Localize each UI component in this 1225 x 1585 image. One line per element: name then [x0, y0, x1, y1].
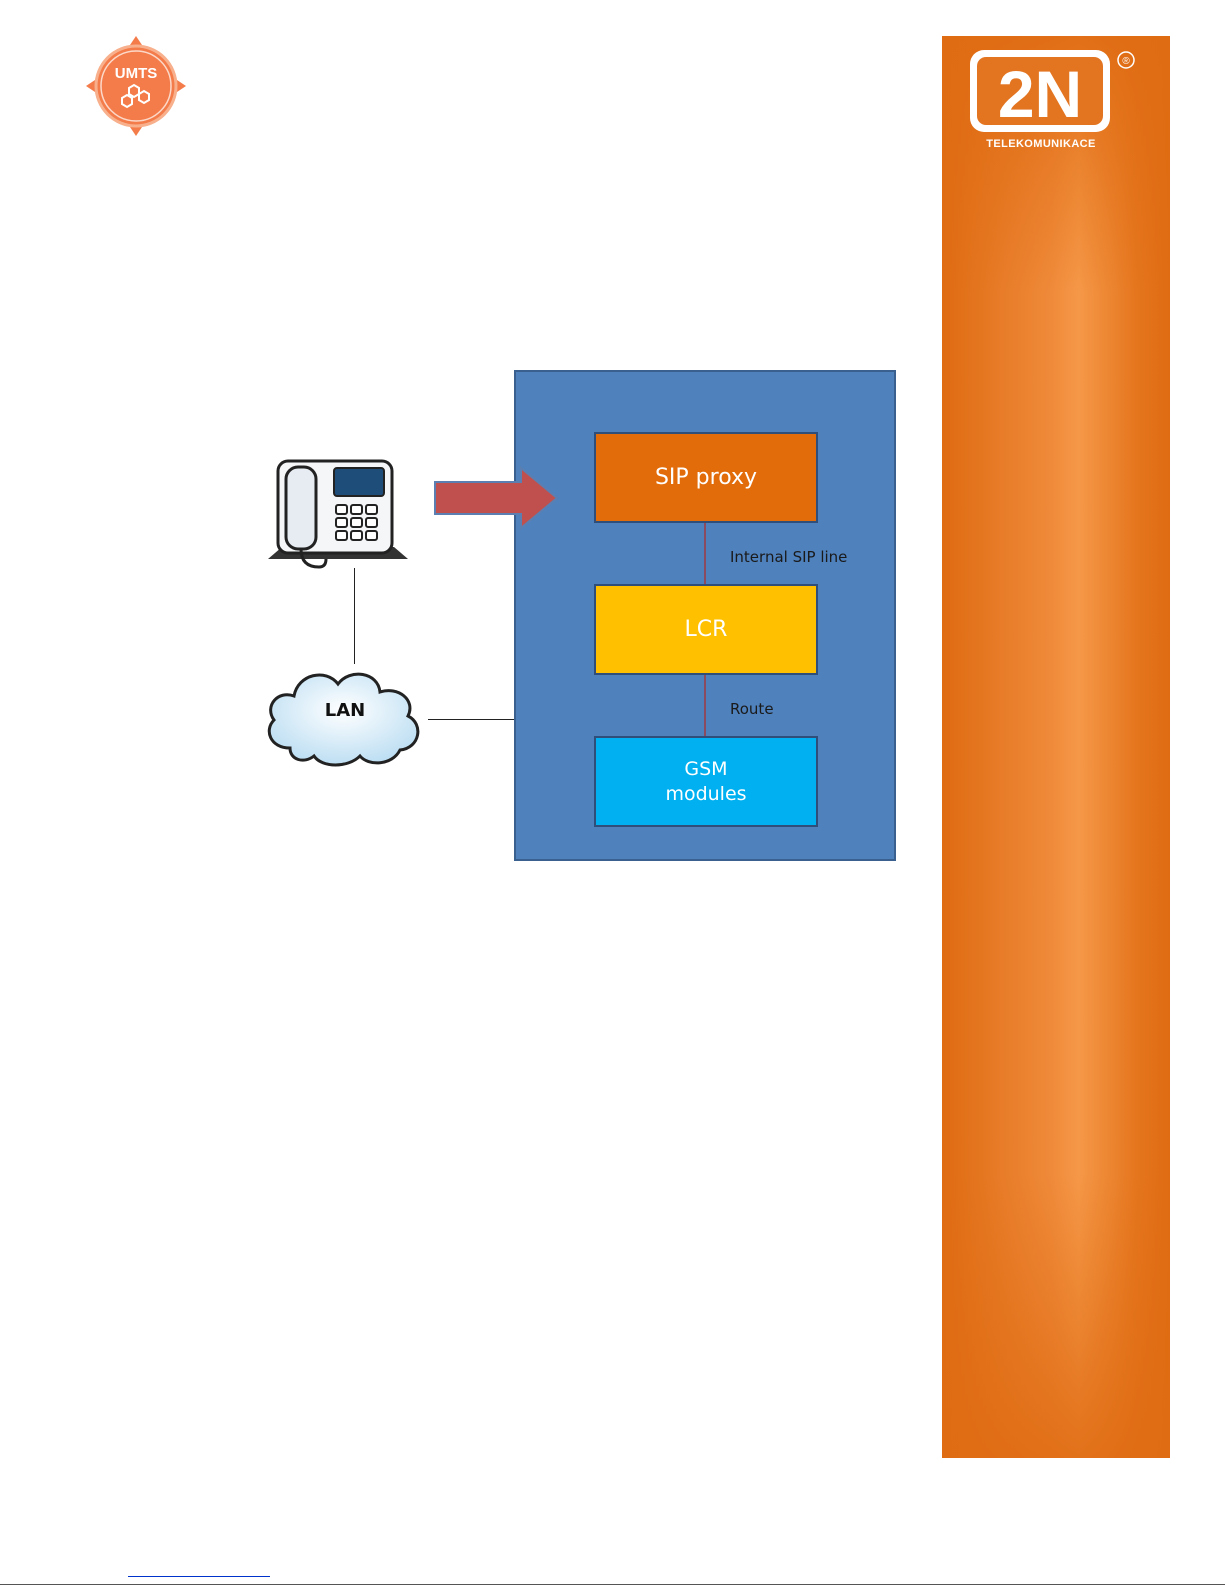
lcr-block: LCR	[594, 584, 818, 675]
gsm-label-line2: modules	[665, 782, 746, 807]
lcr-label: LCR	[685, 617, 728, 642]
route-connector	[704, 675, 706, 736]
footer-link-underline[interactable]	[128, 1576, 270, 1577]
route-label: Route	[730, 700, 774, 718]
registered-mark: ®	[1122, 56, 1130, 67]
gsm-modules-block: GSM modules	[594, 736, 818, 827]
brand-logo: 2N ® TELEKOMUNIKACE	[966, 44, 1142, 156]
lan-label: LAN	[260, 700, 430, 721]
right-arrow-icon	[433, 466, 559, 530]
sip-proxy-block: SIP proxy	[594, 432, 818, 523]
internal-sip-line-label: Internal SIP line	[730, 548, 847, 566]
internal-sip-line-connector	[704, 523, 706, 584]
brand-logo-text: 2N	[998, 57, 1082, 131]
desk-phone-icon	[264, 455, 412, 575]
brand-subtitle: TELEKOMUNIKACE	[966, 138, 1116, 150]
phone-lan-connector	[354, 568, 355, 664]
gsm-label-line1: GSM	[665, 757, 746, 782]
lan-gateway-connector	[428, 719, 514, 720]
sip-proxy-label: SIP proxy	[655, 465, 757, 490]
